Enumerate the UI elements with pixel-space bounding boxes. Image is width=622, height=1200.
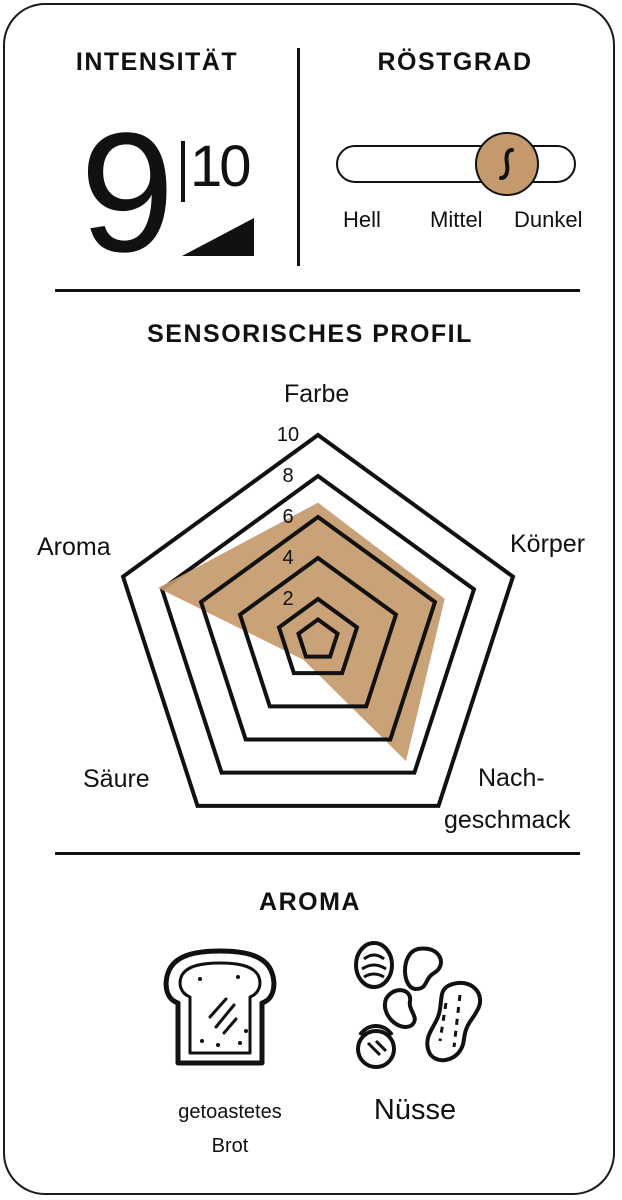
intensity-max: 10 bbox=[190, 134, 251, 199]
profile-title: SENSORISCHES PROFIL bbox=[147, 320, 473, 348]
radar-tick-4: 4 bbox=[282, 547, 293, 569]
toast-icon bbox=[163, 948, 277, 1066]
roast-slider-knob bbox=[475, 132, 539, 196]
intensity-value: 9 bbox=[80, 98, 175, 288]
radar-tick-6: 6 bbox=[282, 506, 293, 528]
axis-label-aroma: Aroma bbox=[37, 533, 111, 561]
radar-ring-6 bbox=[198, 514, 438, 742]
roast-label-hell: Hell bbox=[343, 207, 381, 232]
intensity-title: INTENSITÄT bbox=[75, 48, 239, 76]
axis-label-farbe: Farbe bbox=[284, 380, 350, 408]
axis-label-koerper: Körper bbox=[510, 530, 586, 558]
aroma-title: AROMA bbox=[259, 888, 361, 916]
axis-label-nachgeschmack-1: Nach- bbox=[478, 764, 545, 792]
radar-ring-8 bbox=[159, 473, 477, 775]
radar-ring-10 bbox=[120, 432, 516, 808]
aroma-item-label: Nüsse bbox=[373, 1094, 457, 1126]
radar-tick-labels: 2 4 6 8 10 bbox=[277, 424, 299, 610]
radar-tick-2: 2 bbox=[282, 588, 293, 610]
axis-label-saeure: Säure bbox=[83, 765, 150, 793]
header-divider bbox=[297, 48, 300, 266]
axis-label-nachgeschmack-2: geschmack bbox=[444, 806, 571, 834]
radar-ring-center bbox=[296, 617, 340, 659]
roast-label-mittel: Mittel bbox=[430, 207, 483, 232]
radar-rings bbox=[120, 432, 516, 808]
radar-chart: 2 4 6 8 10 bbox=[120, 424, 516, 808]
roast-bean-icon bbox=[499, 148, 514, 180]
radar-tick-10: 10 bbox=[277, 424, 299, 446]
intensity-wedge-icon bbox=[182, 218, 254, 256]
divider-top bbox=[55, 289, 580, 292]
aroma-item-label-line2: Brot bbox=[211, 1135, 249, 1157]
radar-ring-4 bbox=[237, 555, 399, 709]
coffee-profile-card bbox=[3, 3, 615, 1195]
radar-inner-rings bbox=[198, 514, 438, 742]
divider-bottom bbox=[55, 852, 580, 855]
roast-title: RÖSTGRAD bbox=[377, 48, 533, 76]
intensity-divider bbox=[181, 141, 185, 202]
aroma-item-label-line1: getoastetes bbox=[178, 1101, 282, 1123]
roast-label-dunkel: Dunkel bbox=[514, 207, 583, 232]
radar-tick-8: 8 bbox=[282, 465, 293, 487]
radar-ring-2 bbox=[276, 596, 360, 676]
nuts-icon bbox=[354, 941, 482, 1069]
